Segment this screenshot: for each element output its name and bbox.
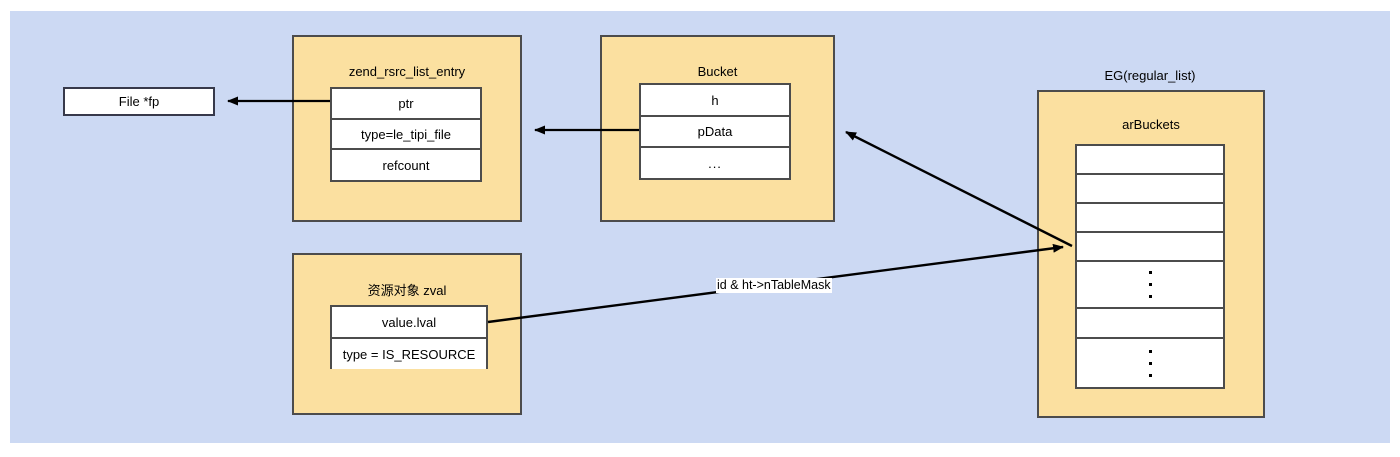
zend-rsrc-list-entry-fields: ptr type=le_tipi_file refcount	[330, 87, 482, 182]
field-ptr[interactable]: ptr	[332, 89, 480, 120]
zval-title: 资源对象 zval	[367, 283, 447, 298]
vertical-ellipsis-icon	[1077, 339, 1223, 387]
arbuckets-cell-target[interactable]	[1077, 233, 1223, 262]
field-ellipsis[interactable]: ...	[641, 148, 789, 178]
arbuckets-cell[interactable]	[1077, 146, 1223, 175]
file-pointer-label: File *fp	[118, 94, 160, 109]
field-refcount-label: refcount	[382, 157, 430, 173]
arbuckets-array	[1075, 144, 1225, 389]
bucket-title: Bucket	[697, 64, 738, 79]
zval-fields: value.lval type = IS_RESOURCE	[330, 305, 488, 369]
arbuckets-title: arBuckets	[1122, 117, 1180, 132]
edge-arbuckets-to-bucket	[845, 130, 1073, 248]
arbuckets-cell[interactable]	[1077, 309, 1223, 339]
field-ellipsis-label: ...	[708, 155, 722, 171]
field-value-lval-label: value.lval	[381, 314, 437, 330]
field-type[interactable]: type=le_tipi_file	[332, 120, 480, 150]
field-value-lval[interactable]: value.lval	[332, 307, 486, 339]
zend-rsrc-list-entry-group: zend_rsrc_list_entry	[292, 35, 522, 222]
eg-regular-list-title: EG(regular_list)	[1104, 68, 1196, 83]
arbuckets-cell[interactable]	[1077, 204, 1223, 233]
arbuckets-cell-ellipsis[interactable]	[1077, 339, 1223, 387]
arbuckets-cell[interactable]	[1077, 175, 1223, 204]
field-h-label: h	[711, 92, 719, 108]
vertical-ellipsis-icon	[1077, 262, 1223, 307]
field-type-is-resource[interactable]: type = IS_RESOURCE	[332, 339, 486, 369]
field-ptr-label: ptr	[398, 96, 414, 111]
field-refcount[interactable]: refcount	[332, 150, 480, 180]
edge-label-hash-mask: id & ht->nTableMask	[716, 278, 832, 293]
field-h[interactable]: h	[641, 85, 789, 117]
field-type-label: type=le_tipi_file	[361, 126, 451, 142]
zend-rsrc-list-entry-title: zend_rsrc_list_entry	[348, 64, 466, 79]
field-pdata-label: pData	[697, 124, 733, 139]
bucket-fields: h pData ...	[639, 83, 791, 180]
field-type-is-resource-label: type = IS_RESOURCE	[342, 346, 476, 362]
field-pdata[interactable]: pData	[641, 117, 789, 148]
arbuckets-cell-ellipsis[interactable]	[1077, 262, 1223, 309]
file-pointer-box[interactable]: File *fp	[63, 87, 215, 116]
